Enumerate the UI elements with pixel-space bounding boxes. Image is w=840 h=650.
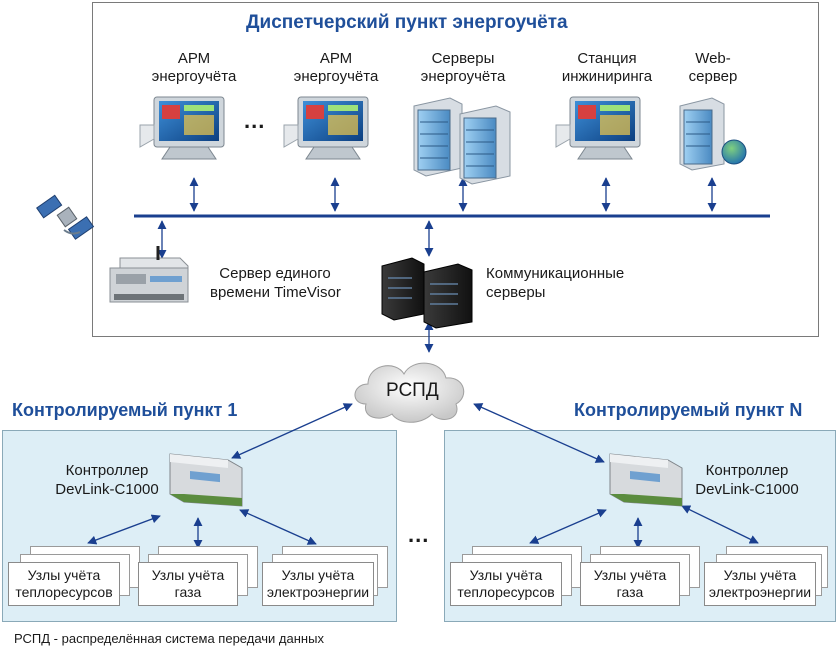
globe-icon (721, 139, 747, 165)
site-n-controller-line1: Контроллер (705, 462, 789, 479)
network-label: РСПД (386, 380, 439, 401)
web-server-label-line1: Web- (695, 50, 731, 67)
arm-2-label-line2: энергоучёта (293, 68, 379, 85)
time-server-label-line1: Сервер единого (219, 265, 331, 282)
server-rack-icon (413, 97, 463, 177)
site-n-node-gas-line2: газа (616, 584, 644, 600)
site-n-node-gas-line1: Узлы учёта (593, 567, 667, 583)
site-1-controller-line1: Контроллер (65, 462, 149, 479)
arm-1-label: АРМ энергоучёта (146, 50, 242, 86)
site-1-controller-label: Контроллер DevLink-C1000 (48, 461, 166, 499)
engineering-label: Станция инжиниринга (554, 50, 660, 86)
arm-2-label: АРМ энергоучёта (288, 50, 384, 86)
site-n-node-heat-line2: теплоресурсов (457, 584, 555, 600)
server-rack-icon (423, 263, 473, 329)
time-server-icon (109, 246, 189, 303)
engineering-label-line2: инжиниринга (561, 68, 653, 85)
engineering-label-line1: Станция (577, 50, 637, 67)
site-1-node-gas-line1: Узлы учёта (151, 567, 225, 583)
site-n-controller-label: Контроллер DevLink-C1000 (688, 461, 806, 499)
web-server-label-line2: сервер (688, 68, 738, 85)
sites-ellipsis: ... (408, 522, 430, 547)
arm-1-label-line2: энергоучёта (151, 68, 237, 85)
servers-label-line1: Серверы (431, 50, 495, 67)
controller-icon (169, 453, 243, 507)
web-server-label: Web- сервер (678, 50, 748, 86)
site-n-title: Контролируемый пункт N (574, 400, 803, 420)
comm-servers-label-line1: Коммуникационные (486, 265, 625, 282)
site-1-node-gas-line2: газа (174, 584, 202, 600)
workstation-ellipsis: ... (244, 108, 266, 133)
site-1-node-heat-line2: теплоресурсов (15, 584, 113, 600)
dispatch-title: Диспетчерский пункт энергоучёта (246, 12, 568, 33)
arm-2-label-line1: АРМ (319, 50, 353, 67)
server-rack-icon (381, 257, 425, 321)
bus-links (87, 177, 759, 549)
satellite-icon (36, 194, 95, 240)
site-n-node-heat-line1: Узлы учёта (469, 567, 543, 583)
site-n-controller-line2: DevLink-C1000 (695, 481, 799, 498)
time-server-label-line2: времени TimeVisor (210, 284, 341, 301)
site-1-node-electric-line2: электроэнергии (266, 584, 370, 600)
site-n-node-electric-line2: электроэнергии (708, 584, 812, 600)
workstation-icon (139, 96, 225, 160)
workstation-icon (283, 96, 369, 160)
arm-1-label-line1: АРМ (177, 50, 211, 67)
server-rack-icon (679, 97, 725, 171)
cloud-icon (354, 362, 465, 423)
site-1-node-heat-line1: Узлы учёта (27, 567, 101, 583)
site-n-node-electric-line1: Узлы учёта (723, 567, 797, 583)
site-1-title: Контролируемый пункт 1 (12, 400, 238, 420)
site-1-node-electric-line1: Узлы учёта (281, 567, 355, 583)
comm-servers-label-line2: серверы (486, 284, 546, 301)
legend-note: РСПД - распределённая система передачи д… (14, 631, 324, 646)
servers-label-line2: энергоучёта (420, 68, 506, 85)
server-rack-icon (459, 105, 511, 185)
controller-icon (609, 453, 683, 507)
servers-label: Серверы энергоучёта (412, 50, 514, 86)
comm-servers-label: Коммуникационные серверы (486, 264, 624, 302)
site-1-controller-line2: DevLink-C1000 (55, 481, 159, 498)
time-server-label: Сервер единого времени TimeVisor (210, 264, 341, 302)
workstation-icon (555, 96, 641, 160)
